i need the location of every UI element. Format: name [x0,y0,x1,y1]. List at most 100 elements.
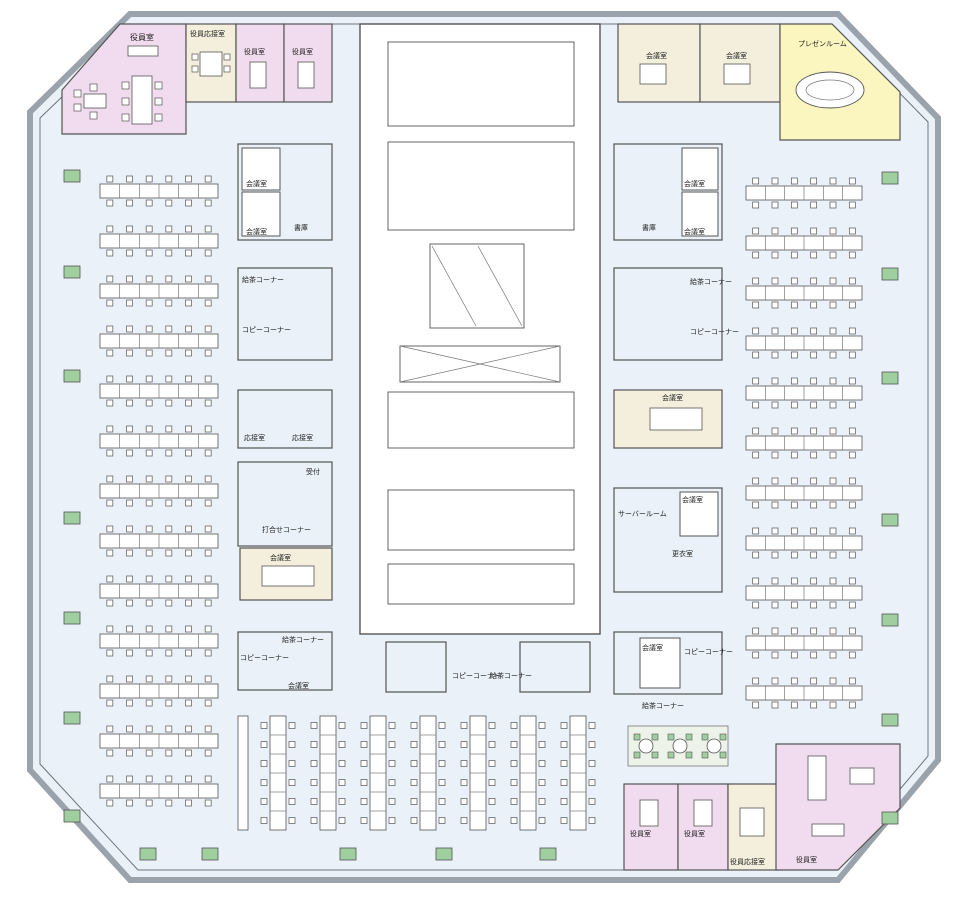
right-chair [790,201,798,209]
right-chair [771,227,779,235]
left-chair [165,475,173,483]
exec-reception-se-table [739,807,765,837]
right-chair [752,277,760,285]
bottom-chair [360,779,368,786]
core-shaft-block-1 [387,141,575,231]
right-chair [829,277,837,285]
left-chair [106,599,114,607]
left-chair [185,749,192,757]
right-chair [790,477,798,485]
exec-reception-nw-label: 役員応接室 [190,29,225,38]
left-chair [145,475,153,483]
left-chair [126,499,133,507]
left-chair [204,549,212,557]
right-chair [810,227,818,235]
bottom-chair [510,760,518,767]
lounge-chair [667,733,675,741]
stair-core [429,243,525,329]
right-chair [771,527,779,535]
right-chair [829,401,837,409]
left-chair [165,775,173,783]
lounge-chair [651,733,659,741]
right-chair [752,201,760,209]
column-left [63,169,81,183]
pantry-left-label: 給茶コーナー [242,275,284,284]
right-chair [810,301,818,309]
bottom-chair [360,817,368,824]
left-chair [165,349,173,357]
right-chair [790,377,798,385]
lounge-chair [685,751,693,759]
bottom-chair [338,760,346,767]
right-chair [810,401,818,409]
left-chair [165,399,173,407]
left-chair [106,749,114,757]
left-chair [106,575,114,583]
exec-small-1-desk [249,61,267,89]
left-chair [126,799,133,807]
bottom-chair [410,779,418,786]
bottom-chair [588,741,596,748]
exec-reception-se-label: 役員応接室 [730,857,765,866]
right-chair [810,477,818,485]
bottom-chair [438,798,446,805]
bottom-chair [438,760,446,767]
right-chair [752,327,760,335]
bottom-chair [410,760,418,767]
bottom-chair [288,760,296,767]
right-chair [790,401,798,409]
left-chair [185,425,192,433]
left-chair [145,325,153,333]
right-chair [790,501,798,509]
left-chair [165,225,173,233]
meeting-right-2-label: 会議室 [684,227,705,236]
left-chair [145,499,153,507]
bottom-chair [538,741,546,748]
right-chair [829,327,837,335]
left-chair [126,275,133,283]
left-chair [126,599,133,607]
bottom-chair [360,722,368,729]
left-chair [145,299,153,307]
lounge-chair [719,733,727,741]
left-chair [204,775,212,783]
bottom-chair [410,817,418,824]
right-chair [752,651,760,659]
right-chair [848,401,856,409]
right-chair [790,177,798,185]
lounge-table [706,738,722,754]
left-chair [204,349,212,357]
bottom-chair [338,798,346,805]
right-chair [752,501,760,509]
exec-reception-nw-furniture [191,51,231,77]
left-chair [126,699,133,707]
left-desk-area [99,175,219,807]
right-chair [848,701,856,709]
bottom-chair [460,741,468,748]
right-chair [771,551,779,559]
right-chair [771,401,779,409]
bottom-chair [560,741,568,748]
right-chair [810,527,818,535]
copy-right-label: コピーコーナー [690,328,739,336]
right-chair [790,301,798,309]
bottom-chair [588,760,596,767]
bottom-chair [538,760,546,767]
left-chair [165,375,173,383]
right-chair [771,351,779,359]
lounge-chair [685,733,693,741]
right-chair [790,327,798,335]
right-chair [771,651,779,659]
left-chair [106,499,114,507]
left-chair [185,449,192,457]
column-left [63,369,81,383]
right-chair [790,551,798,559]
left-chair [185,799,192,807]
bottom-chair [260,760,268,767]
core-shaft-block-2 [387,391,575,449]
right-chair [790,627,798,635]
left-chair [145,625,153,633]
left-chair [126,449,133,457]
left-chair [185,675,192,683]
right-chair [771,577,779,585]
